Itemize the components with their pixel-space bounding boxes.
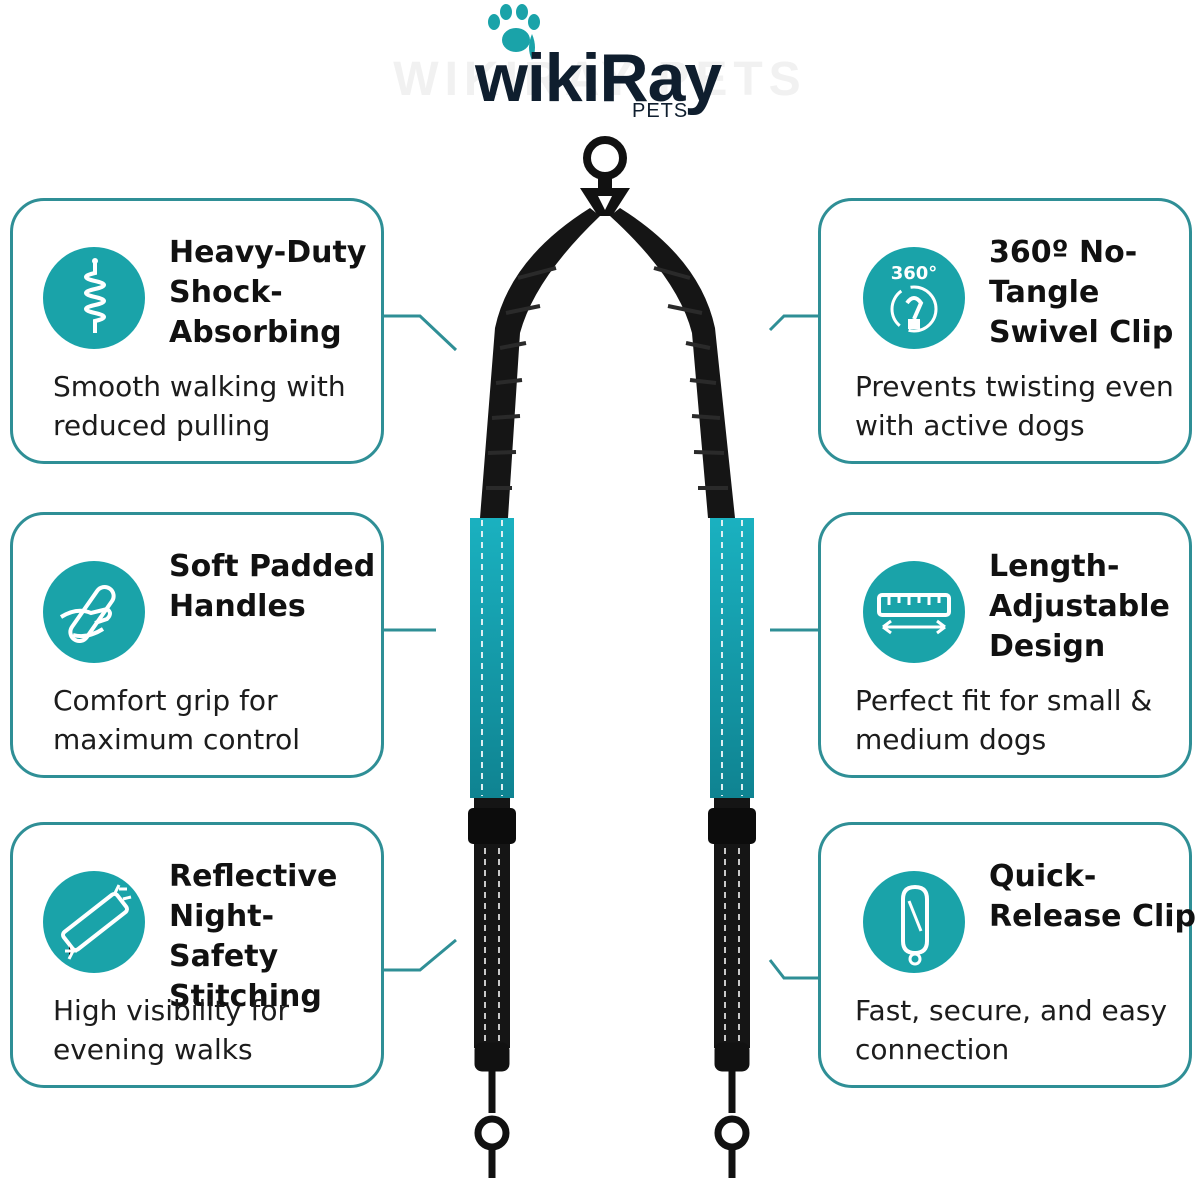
feature-card-shock: Heavy-Duty Shock-Absorbing Smooth walkin… <box>10 198 384 464</box>
brand-logo: WIKIRAY PETS wikiRay PETS <box>0 0 1200 130</box>
brand-name: wikiRay <box>475 40 722 116</box>
swivel-360-icon: 360° <box>863 247 965 349</box>
feature-title: 360º No-Tangle Swivel Clip <box>989 235 1174 350</box>
reflective-strip-icon <box>43 871 145 973</box>
left-adjuster-buckle <box>468 808 516 844</box>
ruler-icon <box>863 561 965 663</box>
right-padded-handle <box>710 518 754 798</box>
feature-title: Reflective Night-Safety Stitching <box>169 859 338 1014</box>
feature-card-reflective: Reflective Night-Safety Stitching High v… <box>10 822 384 1088</box>
feature-description: High visibility for evening walks <box>53 994 290 1066</box>
feature-description: Comfort grip for maximum control <box>53 684 301 756</box>
feature-card-length: Length-Adjustable Design Perfect fit for… <box>818 512 1192 778</box>
feature-description: Fast, secure, and easy connection <box>855 994 1168 1066</box>
feature-title: Quick-Release Clip <box>989 859 1197 934</box>
right-snap-hook <box>714 1042 750 1178</box>
feature-description: Smooth walking with reduced pulling <box>53 370 346 442</box>
feature-card-clip: Quick-Release Clip Fast, secure, and eas… <box>818 822 1196 1088</box>
left-snap-hook <box>474 1042 510 1178</box>
spring-icon <box>43 247 145 349</box>
left-padded-handle <box>470 518 514 798</box>
brand-subtitle: PETS <box>632 100 689 122</box>
feature-description: Prevents twisting even with active dogs <box>855 370 1174 442</box>
feature-title: Length-Adjustable Design <box>989 549 1170 664</box>
top-swivel-ring <box>580 136 630 216</box>
feature-card-swivel: 360° 360º No-Tangle Swivel Clip Prevents… <box>818 198 1192 464</box>
left-bungee-strap <box>480 208 600 518</box>
leash-illustration <box>468 136 756 1178</box>
paw-icon <box>488 4 540 60</box>
carabiner-icon <box>863 871 965 973</box>
feature-description: Perfect fit for small & medium dogs <box>855 684 1153 756</box>
svg-text:360°: 360° <box>891 263 938 284</box>
logo-watermark: WIKIRAY PETS <box>393 53 807 106</box>
hand-grip-icon <box>43 561 145 663</box>
feature-title: Soft Padded Handles <box>169 549 376 624</box>
right-adjuster-buckle <box>708 808 756 844</box>
feature-title: Heavy-Duty Shock-Absorbing <box>169 235 367 350</box>
feature-card-handles: Soft Padded Handles Comfort grip for max… <box>10 512 384 778</box>
right-bungee-strap <box>610 208 735 518</box>
